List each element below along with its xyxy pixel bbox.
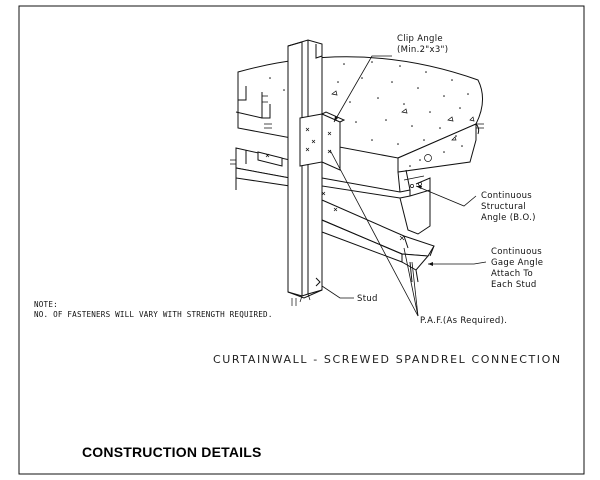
footer-title: CONSTRUCTION DETAILS <box>82 444 262 460</box>
stud-label: Stud <box>357 294 378 304</box>
structural-angle-label-line3: Angle (B.O.) <box>481 213 536 223</box>
paf-label: P.A.F.(As Required). <box>420 316 507 326</box>
gage-angle-label-line4: Each Stud <box>491 280 537 290</box>
gage-angle-label-line1: Continuous <box>491 247 542 257</box>
gage-angle-label-line2: Gage Angle <box>491 258 543 268</box>
clip-angle-label-line1: Clip Angle <box>397 34 443 44</box>
note-text: NO. OF FASTENERS WILL VARY WITH STRENGTH… <box>34 310 273 319</box>
structural-angle-label-line2: Structural <box>481 202 526 212</box>
concrete-slab <box>235 56 484 173</box>
note-heading: NOTE: <box>34 300 58 309</box>
leader-lines <box>321 55 487 317</box>
clip-angle-label-line2: (Min.2"x3") <box>397 45 448 55</box>
gage-angle-label-line3: Attach To <box>491 269 533 279</box>
drawing-title: CURTAINWALL - SCREWED SPANDREL CONNECTIO… <box>213 353 562 366</box>
structural-angle <box>321 169 431 235</box>
stud <box>287 39 323 306</box>
clip-angle <box>299 111 346 196</box>
sheet-border <box>18 5 585 475</box>
structural-angle-label-line1: Continuous <box>481 191 532 201</box>
spandrel-beam <box>230 147 291 190</box>
